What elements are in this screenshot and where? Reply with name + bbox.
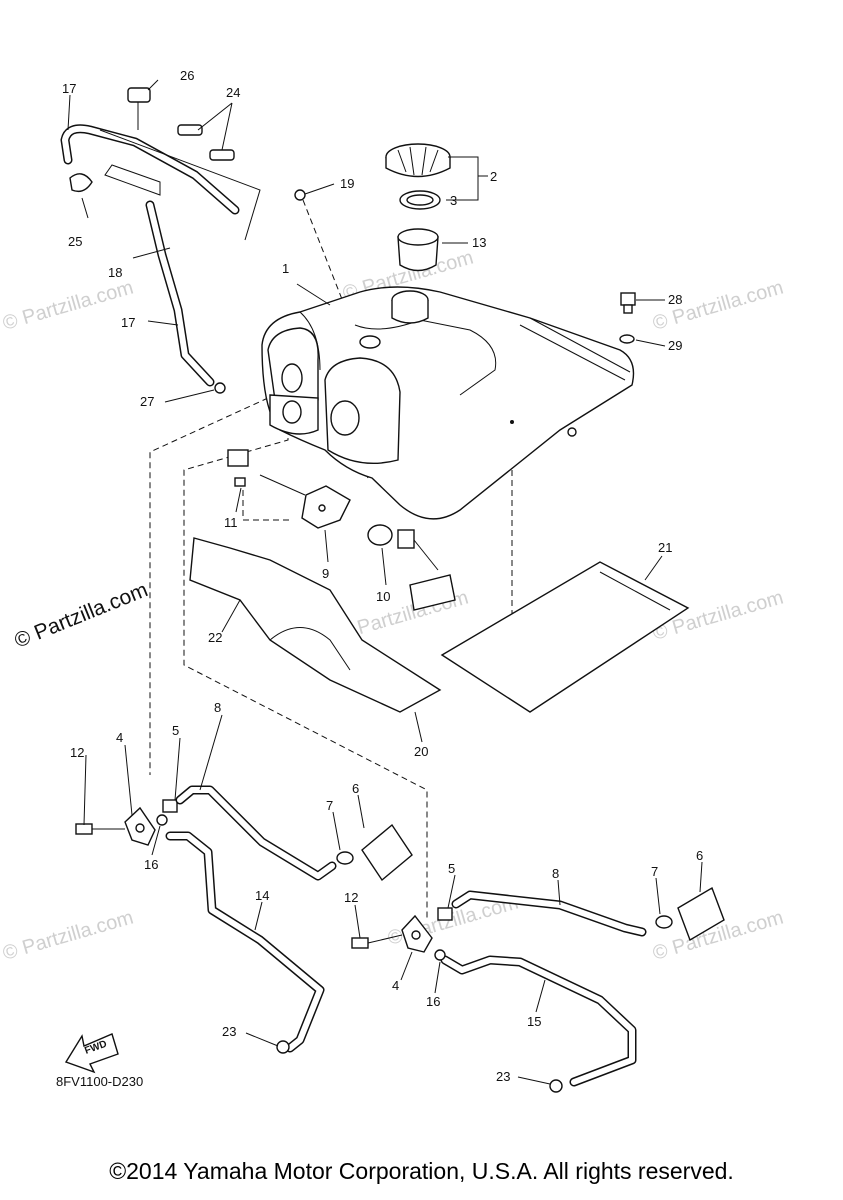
callout-22: 22 bbox=[208, 630, 222, 645]
watermark: © Partzilla.com bbox=[0, 277, 136, 335]
heat-shield-22 bbox=[189, 537, 442, 713]
callout-20: 20 bbox=[414, 744, 428, 759]
clamp-25 bbox=[69, 173, 93, 193]
callout-14: 14 bbox=[255, 888, 269, 903]
cap-gasket bbox=[399, 190, 441, 210]
callout-4: 4 bbox=[116, 730, 123, 745]
washer-29 bbox=[619, 334, 635, 344]
fuel-tank bbox=[261, 286, 635, 520]
callout-16: 16 bbox=[144, 857, 158, 872]
callout-9: 9 bbox=[322, 566, 329, 581]
callout-24: 24 bbox=[226, 85, 240, 100]
callout-11: 11 bbox=[224, 515, 238, 530]
callout-8: 8 bbox=[214, 700, 221, 715]
callout-19: 19 bbox=[340, 176, 354, 191]
watermark-main: © Partzilla.com bbox=[11, 578, 151, 652]
callout-5b: 5 bbox=[448, 861, 455, 876]
watermark: © Partzilla.com bbox=[0, 907, 136, 965]
fuel-cock-right bbox=[351, 890, 647, 1093]
callout-15: 15 bbox=[527, 1014, 541, 1029]
copyright-notice: ©2014 Yamaha Motor Corporation, U.S.A. A… bbox=[109, 1158, 734, 1184]
callout-17b: 17 bbox=[121, 315, 135, 330]
callout-7: 7 bbox=[326, 798, 333, 813]
callout-2: 2 bbox=[490, 169, 497, 184]
callout-10: 10 bbox=[376, 589, 390, 604]
fuel-cap bbox=[385, 143, 451, 178]
callout-12b: 12 bbox=[344, 890, 358, 905]
bolt-28 bbox=[620, 292, 636, 314]
callout-7b: 7 bbox=[651, 864, 658, 879]
fuel-sender bbox=[227, 449, 351, 529]
fuel-filter-right bbox=[655, 886, 725, 942]
callout-17: 17 bbox=[62, 81, 76, 96]
screw-11 bbox=[234, 477, 246, 487]
joints-24 bbox=[177, 124, 235, 161]
callout-8b: 8 bbox=[552, 866, 559, 881]
callout-labels: 26 17 24 19 2 3 13 25 18 1 17 28 29 27 1… bbox=[62, 68, 703, 1084]
callout-21: 21 bbox=[658, 540, 672, 555]
clamp-27 bbox=[214, 382, 226, 394]
clamp-19 bbox=[294, 189, 306, 201]
callout-6b: 6 bbox=[696, 848, 703, 863]
callout-leaders bbox=[67, 79, 703, 1085]
callout-28: 28 bbox=[668, 292, 682, 307]
heat-shield-21 bbox=[440, 561, 690, 713]
check-valve-26 bbox=[127, 87, 151, 130]
callout-5: 5 bbox=[172, 723, 179, 738]
callout-13: 13 bbox=[472, 235, 486, 250]
fwd-arrow: FWD bbox=[64, 1033, 119, 1074]
callout-4b: 4 bbox=[392, 978, 399, 993]
callout-23b: 23 bbox=[496, 1069, 510, 1084]
diagram-code: 8FV1100-D230 bbox=[56, 1074, 143, 1089]
callout-1: 1 bbox=[282, 261, 289, 276]
callout-26: 26 bbox=[180, 68, 194, 83]
breather-hose bbox=[60, 124, 261, 387]
callout-29: 29 bbox=[668, 338, 682, 353]
callout-25: 25 bbox=[68, 234, 82, 249]
fuel-filter-strainer bbox=[397, 228, 439, 272]
fuel-cock-left bbox=[75, 785, 337, 1054]
callout-18: 18 bbox=[108, 265, 122, 280]
callout-23: 23 bbox=[222, 1024, 236, 1039]
callout-3: 3 bbox=[450, 193, 457, 208]
fuel-pump bbox=[367, 524, 456, 611]
callout-16b: 16 bbox=[426, 994, 440, 1009]
fuel-filter-left bbox=[336, 823, 413, 882]
callout-27: 27 bbox=[140, 394, 154, 409]
callout-6: 6 bbox=[352, 781, 359, 796]
callout-12: 12 bbox=[70, 745, 84, 760]
